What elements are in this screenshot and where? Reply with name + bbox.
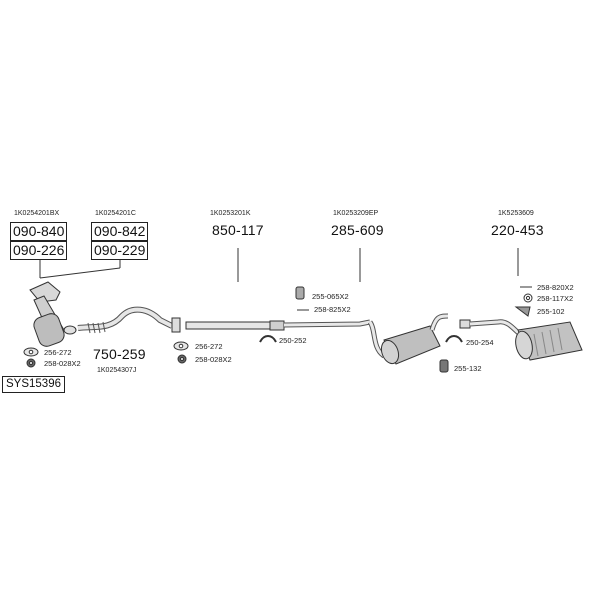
fitting-label[interactable]: 256-272 [195, 342, 223, 351]
part-number-box[interactable]: 090-840 [10, 222, 68, 241]
part-number-center-box[interactable]: 285-609 [331, 222, 384, 238]
oem-ref-center-box: 1K0253209EP [333, 210, 379, 217]
fitting-label[interactable]: 258-117X2 [537, 294, 574, 303]
fitting-label[interactable]: 255-102 [537, 307, 565, 316]
mid-pipe-drawing [185, 319, 371, 331]
fitting-label[interactable]: 256-272 [44, 348, 72, 357]
part-number-box[interactable]: 090-226 [10, 241, 68, 260]
mounting-rubber-icon [439, 359, 449, 373]
rear-silencer-drawing [459, 319, 583, 361]
oem-ref-cat1: 1K0254201BX [14, 210, 60, 217]
fitting-label[interactable]: 255-065X2 [312, 292, 349, 301]
front-pipe-drawing [77, 306, 181, 334]
fitting-label[interactable]: 258-820X2 [537, 283, 574, 292]
part-number-front-pipe[interactable]: 750-259 [93, 346, 146, 362]
oem-ref-mid-pipe: 1K0253201K [210, 210, 251, 217]
fitting-label[interactable]: 250-252 [279, 336, 307, 345]
fitting-label[interactable]: 258-028X2 [195, 355, 232, 364]
part-number-rear-box[interactable]: 220-453 [491, 222, 544, 238]
fitting-label[interactable]: 250-254 [466, 338, 494, 347]
hanger-icon [514, 306, 531, 317]
part-number-box[interactable]: 090-229 [91, 241, 149, 260]
oem-ref-rear-box: 1K5253609 [498, 210, 534, 217]
center-silencer-drawing [367, 313, 449, 365]
clamp-icon [259, 335, 277, 343]
clamp-icon [445, 335, 463, 343]
fitting-label[interactable]: 258-825X2 [314, 305, 351, 314]
part-number-mid-pipe[interactable]: 850-117 [212, 222, 264, 238]
oem-ref-front-pipe: 1K0254307J [97, 367, 137, 374]
leader-join [39, 267, 121, 279]
fitting-label[interactable]: 258-028X2 [44, 359, 81, 368]
oem-ref-cat2: 1K0254201C [95, 210, 136, 217]
system-code-box: SYS15396 [2, 376, 65, 393]
catalytic-converter-drawing [29, 281, 77, 347]
part-number-box[interactable]: 090-842 [91, 222, 149, 241]
fitting-label[interactable]: 255-132 [454, 364, 482, 373]
mounting-rubber-icon [295, 286, 305, 300]
